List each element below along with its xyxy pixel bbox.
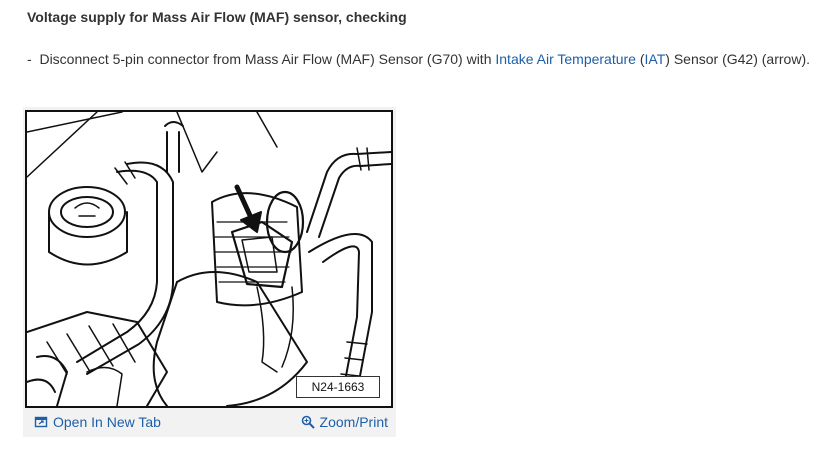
open-in-new-tab-link[interactable]: Open In New Tab xyxy=(34,414,161,430)
iat-link[interactable]: Intake Air Temperature xyxy=(495,51,636,67)
open-in-new-tab-label: Open In New Tab xyxy=(53,414,161,430)
zoom-print-label: Zoom/Print xyxy=(319,414,388,430)
figure-container: N24-1663 Open In New Tab Zoom/Print xyxy=(23,107,396,437)
section-heading: Voltage supply for Mass Air Flow (MAF) s… xyxy=(27,9,407,25)
open-in-new-tab-icon xyxy=(34,416,48,428)
engine-bay-drawing xyxy=(27,112,391,406)
iat-abbr-link[interactable]: IAT xyxy=(644,51,666,67)
magnifier-icon xyxy=(301,415,315,429)
step-text-part2: ( xyxy=(635,51,645,67)
figure-actions: Open In New Tab Zoom/Print xyxy=(23,412,396,434)
step-bullet: - xyxy=(27,51,32,67)
instruction-step: - Disconnect 5-pin connector from Mass A… xyxy=(27,51,810,67)
step-text-part1: Disconnect 5-pin connector from Mass Air… xyxy=(39,51,496,67)
figure-reference-label: N24-1663 xyxy=(296,376,380,398)
figure-illustration[interactable]: N24-1663 xyxy=(25,110,393,408)
step-text-part3: ) Sensor (G42) (arrow). xyxy=(665,51,810,67)
zoom-print-link[interactable]: Zoom/Print xyxy=(301,414,388,430)
